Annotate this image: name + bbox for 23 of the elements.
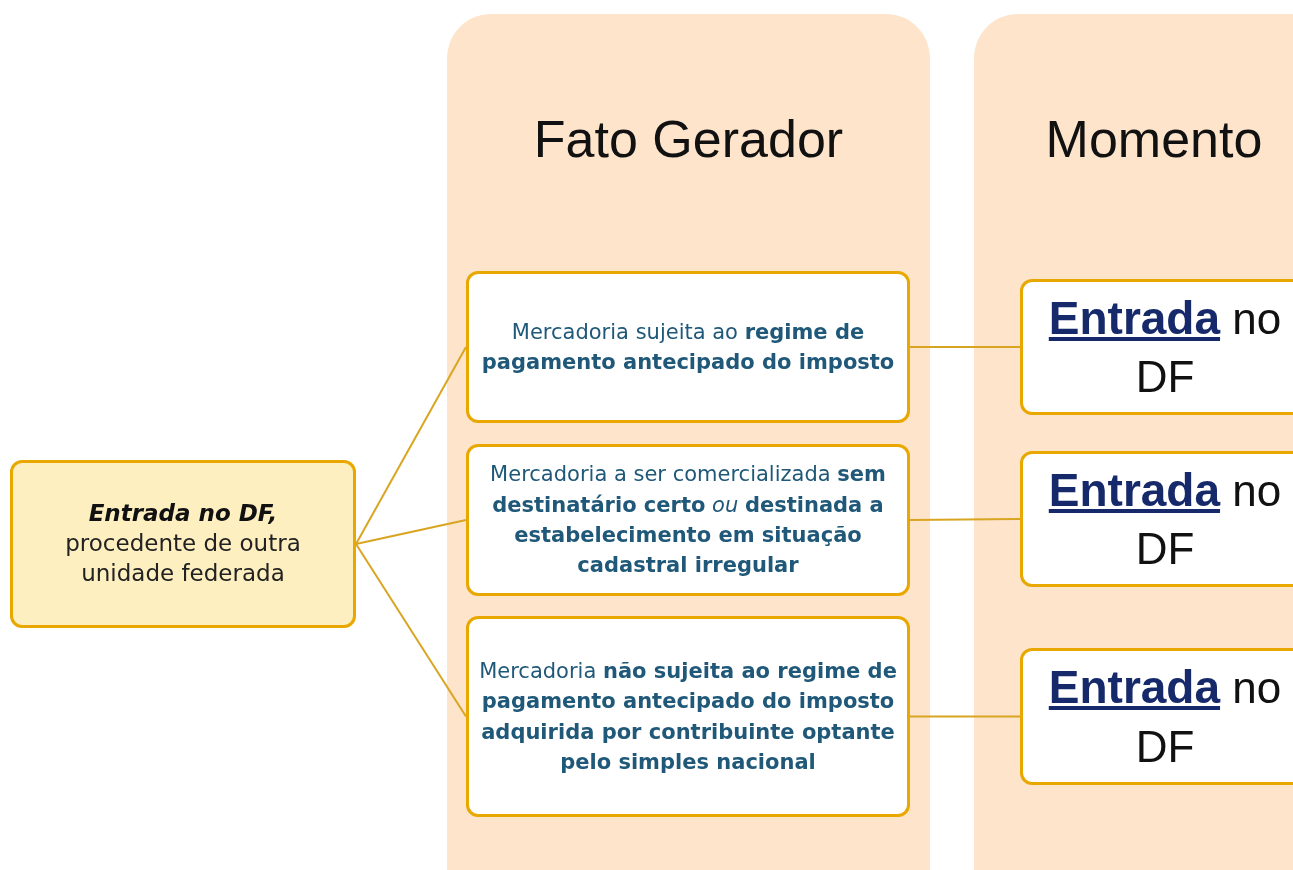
result-box — [1020, 648, 1293, 785]
result-box — [1020, 279, 1293, 415]
connector-line — [909, 715, 1021, 718]
column-band — [447, 14, 930, 870]
process-box — [466, 271, 910, 423]
column-heading: Momento — [1044, 109, 1264, 169]
box-text: Mercadoria não sujeita ao regime de pagamento antecipado do imposto adquirida por contribuinte optante pelo simples nacional — [478, 657, 898, 776]
box-text: Entrada no DF — [1047, 462, 1283, 576]
start-box — [10, 460, 356, 628]
result-box — [1020, 451, 1293, 587]
connector-line — [909, 518, 1021, 521]
box-text: Mercadoria sujeita ao regime de pagamento antecipado do imposto — [480, 318, 896, 376]
connector-line — [355, 346, 467, 545]
box-text: Mercadoria a ser comercializada sem destinatário certo ou destinada a estabelecimento em situação cadastral irregular — [489, 461, 887, 580]
box-text: Entrada no DF — [1047, 290, 1283, 404]
box-text: Entrada no DF — [1047, 660, 1283, 773]
column-heading: Fato Gerador — [532, 109, 845, 169]
column-band — [974, 14, 1293, 870]
connector-line — [355, 543, 467, 718]
box-text: Entrada no DF, procedente de outra unidade federada — [64, 499, 302, 588]
process-box — [466, 616, 910, 817]
connector-line — [909, 346, 1021, 348]
process-box — [466, 444, 910, 596]
